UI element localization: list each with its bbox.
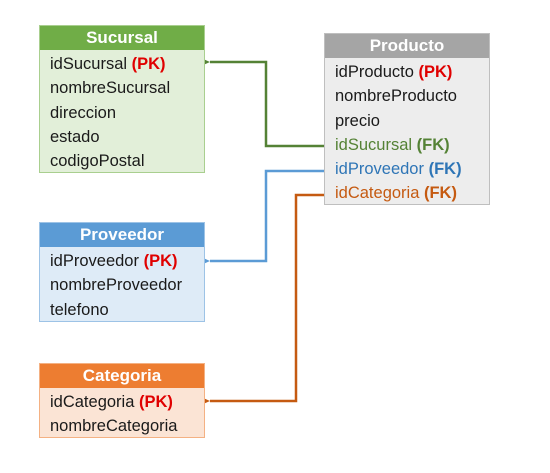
field-row: codigoPostal <box>40 149 204 173</box>
field-name: codigoPostal <box>50 152 145 171</box>
field-row: idSucursal (PK) <box>40 52 204 76</box>
field-row: idCategoria (PK) <box>40 390 204 414</box>
field-row: idProveedor (PK) <box>40 249 204 273</box>
field-row-fk-categoria: idCategoria (FK) <box>325 181 489 205</box>
table-header-proveedor: Proveedor <box>40 223 204 247</box>
table-sucursal: Sucursal idSucursal (PK) nombreSucursal … <box>39 25 205 173</box>
field-name: nombreProveedor <box>50 276 183 295</box>
connector-proveedor <box>201 169 324 265</box>
field-row: idProducto (PK) <box>325 60 489 84</box>
field-row: nombreSucursal <box>40 76 204 100</box>
field-row-fk-sucursal: idSucursal (FK) <box>325 133 489 157</box>
field-row: nombreCategoria <box>40 414 204 438</box>
field-row: nombreProducto <box>325 84 489 108</box>
connector-categoria <box>201 193 324 405</box>
field-row-fk-proveedor: idProveedor (FK) <box>325 157 489 181</box>
field-name: precio <box>335 111 380 130</box>
field-name: nombreCategoria <box>50 417 178 436</box>
table-header-sucursal: Sucursal <box>40 26 204 50</box>
field-row: direccion <box>40 101 204 125</box>
pk-badge: (PK) <box>143 252 178 270</box>
table-header-producto: Producto <box>325 34 489 58</box>
pk-badge: (PK) <box>131 55 166 73</box>
field-name: nombreProducto <box>335 87 457 106</box>
fk-badge: (FK) <box>416 135 450 154</box>
field-name: telefono <box>50 300 109 319</box>
fk-badge: (FK) <box>423 184 457 203</box>
field-name: idProveedor <box>335 160 424 179</box>
table-header-categoria: Categoria <box>40 364 204 388</box>
field-name: nombreSucursal <box>50 79 171 98</box>
field-name: idCategoria <box>335 184 420 203</box>
field-name: estado <box>50 127 100 146</box>
table-categoria: Categoria idCategoria (PK) nombreCategor… <box>39 363 205 438</box>
field-row: nombreProveedor <box>40 273 204 297</box>
connector-sucursal <box>201 58 324 148</box>
field-name: idProveedor <box>50 252 139 270</box>
table-producto: Producto idProducto (PK) nombreProducto … <box>324 33 490 205</box>
field-name: idCategoria <box>50 393 135 411</box>
fk-badge: (FK) <box>428 160 462 179</box>
pk-badge: (PK) <box>418 63 453 81</box>
field-row: telefono <box>40 298 204 322</box>
field-row: precio <box>325 109 489 133</box>
field-name: idSucursal <box>50 55 128 73</box>
field-name: idSucursal <box>335 135 413 154</box>
pk-badge: (PK) <box>138 393 173 411</box>
field-name: direccion <box>50 103 117 122</box>
field-row: estado <box>40 125 204 149</box>
field-name: idProducto <box>335 63 414 81</box>
table-proveedor: Proveedor idProveedor (PK) nombreProveed… <box>39 222 205 322</box>
